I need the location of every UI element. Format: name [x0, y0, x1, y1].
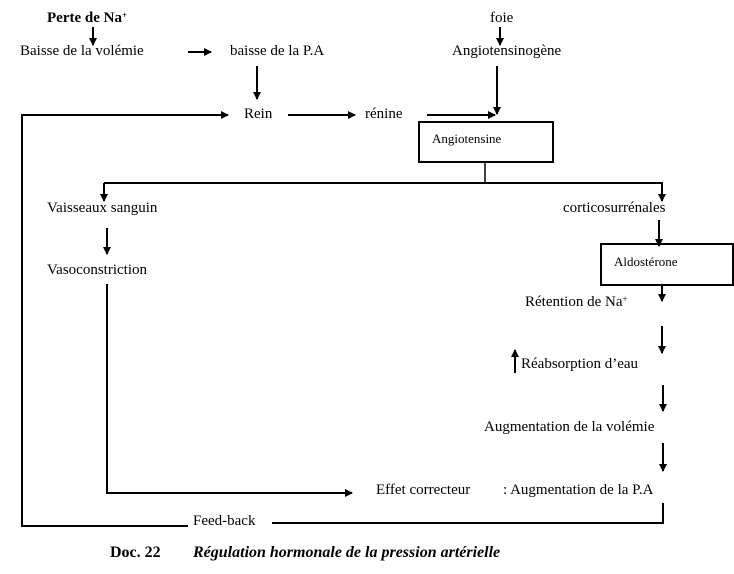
node-foie: foie: [490, 10, 514, 26]
node-corticosurrenales: corticosurrénales: [563, 200, 666, 216]
node-perte-na: Perte de Na+: [47, 9, 127, 27]
feedback-line-left: [21, 111, 229, 527]
node-vaisseaux: Vaisseaux sanguin: [47, 200, 158, 216]
aldosterone-box: Aldostérone: [600, 243, 734, 286]
node-label: Rétention de Na: [525, 294, 623, 310]
node-effet-detail: : Augmentation de la P.A: [503, 482, 654, 498]
node-rein: Rein: [244, 106, 273, 122]
node-augmentation-volemie: Augmentation de la volémie: [484, 419, 655, 435]
arrow-vaso-to-effet: [106, 284, 353, 497]
angiotensine-box: Angiotensine: [418, 121, 554, 163]
superscript: +: [121, 10, 128, 20]
node-angiotensine: Angiotensine: [432, 131, 502, 146]
node-baisse-pa: baisse de la P.A: [230, 43, 325, 59]
node-vasoconstriction: Vasoconstriction: [47, 262, 147, 278]
superscript: +: [622, 294, 628, 304]
node-label: Perte de Na: [47, 10, 122, 26]
node-angiotensinogene: Angiotensinogène: [452, 43, 562, 59]
caption-title: Régulation hormonale de la pression arté…: [193, 544, 501, 561]
node-baisse-volemie: Baisse de la volémie: [20, 43, 144, 59]
node-aldosterone: Aldostérone: [614, 254, 678, 269]
node-effet-correcteur: Effet correcteur: [376, 482, 471, 498]
node-retention-na: Rétention de Na+: [525, 293, 628, 311]
node-renine: rénine: [365, 106, 403, 122]
feedback-line-right: [272, 503, 664, 524]
feedback-label: Feed-back: [193, 513, 256, 529]
caption-number: Doc. 22: [110, 544, 161, 561]
node-reabsorption: Réabsorption d’eau: [521, 356, 639, 372]
